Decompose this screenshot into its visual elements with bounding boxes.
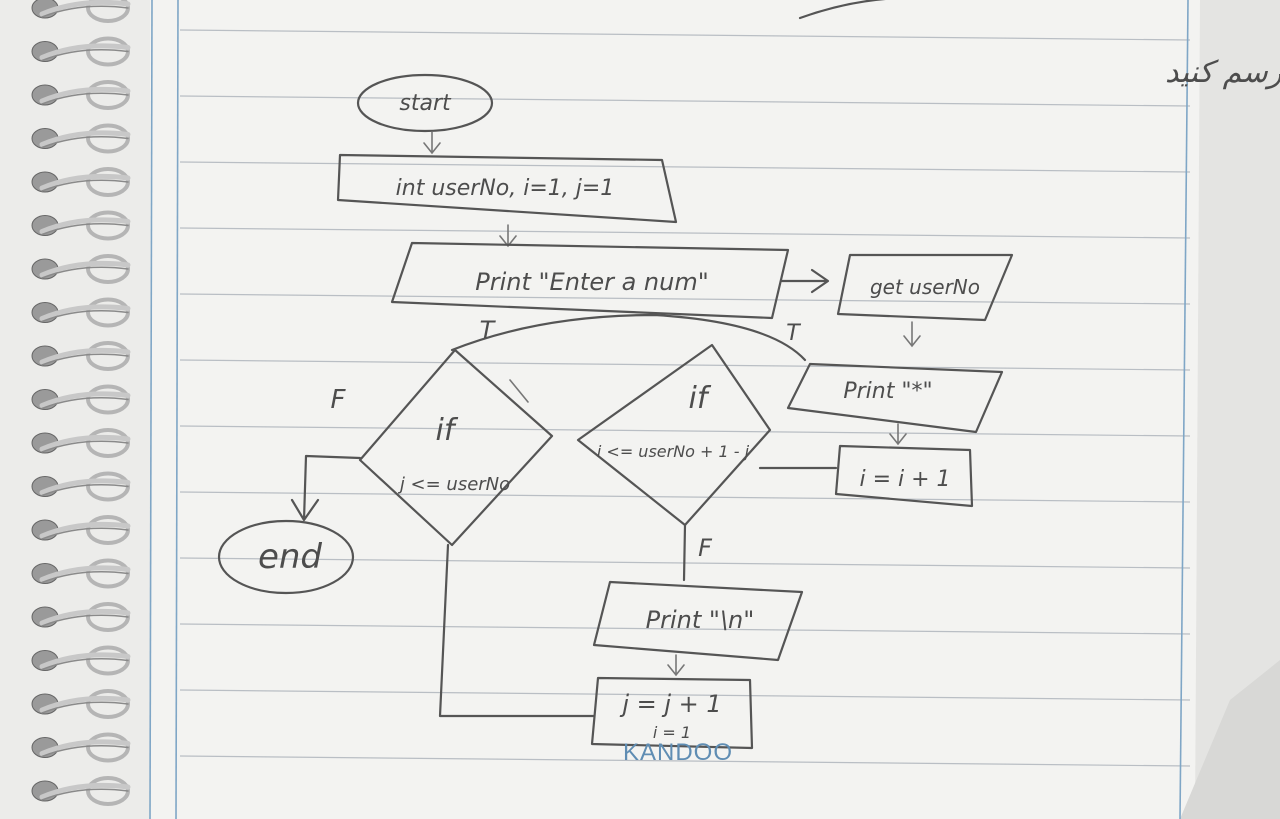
end-label: end bbox=[258, 537, 322, 577]
spiral-ring bbox=[31, 515, 131, 545]
inc-i-label: i = i + 1 bbox=[859, 467, 950, 492]
arrow-init-to-prompt bbox=[499, 224, 517, 248]
spiral-ring bbox=[31, 471, 131, 502]
spiral-ring bbox=[31, 645, 131, 676]
prompt-label: Print "Enter a num" bbox=[475, 268, 709, 296]
inc-i-process: i = i + 1 bbox=[834, 444, 974, 508]
init-process: int userNo, i=1, j=1 bbox=[336, 153, 678, 224]
print-star-label: Print "*" bbox=[843, 379, 932, 404]
inner-if-label: if bbox=[689, 381, 712, 416]
spiral-ring bbox=[31, 558, 131, 589]
arrow-input-to-star bbox=[903, 321, 921, 348]
left-margin-line bbox=[149, 0, 153, 819]
outer-decision: if j <= userNo bbox=[358, 348, 554, 547]
left-margin-line-inner bbox=[175, 0, 179, 819]
print-newline-output: Print "\n" bbox=[592, 580, 804, 662]
spiral-ring bbox=[31, 36, 131, 67]
arrow-newline-to-inc-j bbox=[667, 654, 685, 677]
inner-condition-label: i <= userNo + 1 - j bbox=[597, 442, 750, 461]
spiral-ring bbox=[31, 210, 131, 241]
input-label: get userNo bbox=[870, 275, 980, 299]
input-box: get userNo bbox=[836, 253, 1014, 322]
spiral-ring bbox=[31, 689, 131, 719]
spiral-binding bbox=[31, 0, 131, 806]
inner-true-label: T bbox=[786, 321, 801, 346]
edge-outer-true-to-inner bbox=[509, 379, 529, 403]
spiral-ring bbox=[31, 167, 131, 197]
spiral-ring bbox=[31, 776, 131, 806]
end-terminal: end bbox=[217, 519, 355, 595]
inc-j-process: j = j + 1 i = 1 bbox=[590, 676, 754, 750]
inner-decision: if i <= userNo + 1 - j bbox=[576, 343, 772, 527]
print-newline-label: Print "\n" bbox=[646, 606, 755, 634]
spiral-ring bbox=[31, 80, 131, 110]
arrow-prompt-to-input bbox=[780, 268, 830, 294]
outer-true-label: T bbox=[480, 316, 497, 344]
header-note: فلوچارت برنامه ای را رسم کنید bbox=[1165, 55, 1280, 90]
edge-outer-false-to-end bbox=[290, 454, 362, 522]
arrow-star-to-inc-i bbox=[889, 423, 907, 446]
print-star-output: Print "*" bbox=[786, 362, 1004, 434]
spiral-ring bbox=[31, 341, 131, 371]
edge-prompt-to-outer bbox=[450, 313, 807, 362]
spiral-ring bbox=[31, 428, 131, 458]
inc-j-label: j = j + 1 bbox=[619, 690, 721, 718]
spiral-ring bbox=[31, 123, 131, 154]
init-label: int userNo, i=1, j=1 bbox=[396, 176, 615, 201]
spiral-ring bbox=[31, 384, 131, 415]
spiral-ring bbox=[31, 732, 131, 763]
outer-false-label: F bbox=[331, 385, 347, 415]
flowchart: start int userNo, i=1, j=1 Print "Enter … bbox=[217, 73, 1014, 750]
arrow-start-to-init bbox=[423, 131, 441, 155]
start-label: start bbox=[399, 91, 452, 116]
right-margin-line bbox=[1179, 0, 1189, 819]
prompt-output: Print "Enter a num" bbox=[390, 241, 790, 320]
reset-i-label: i = 1 bbox=[653, 723, 691, 742]
start-terminal: start bbox=[356, 73, 494, 133]
edge-inc-j-loop-back bbox=[438, 543, 596, 718]
spiral-ring bbox=[31, 602, 131, 632]
spiral-ring bbox=[31, 254, 131, 284]
spiral-ring bbox=[31, 0, 131, 23]
spiral-ring bbox=[31, 297, 131, 328]
edge-inner-false-down bbox=[682, 523, 687, 582]
outer-if-label: if bbox=[436, 413, 459, 448]
watermark: KANDOO bbox=[623, 739, 733, 766]
outer-condition-label: j <= userNo bbox=[397, 474, 510, 495]
inner-false-label: F bbox=[698, 534, 713, 562]
